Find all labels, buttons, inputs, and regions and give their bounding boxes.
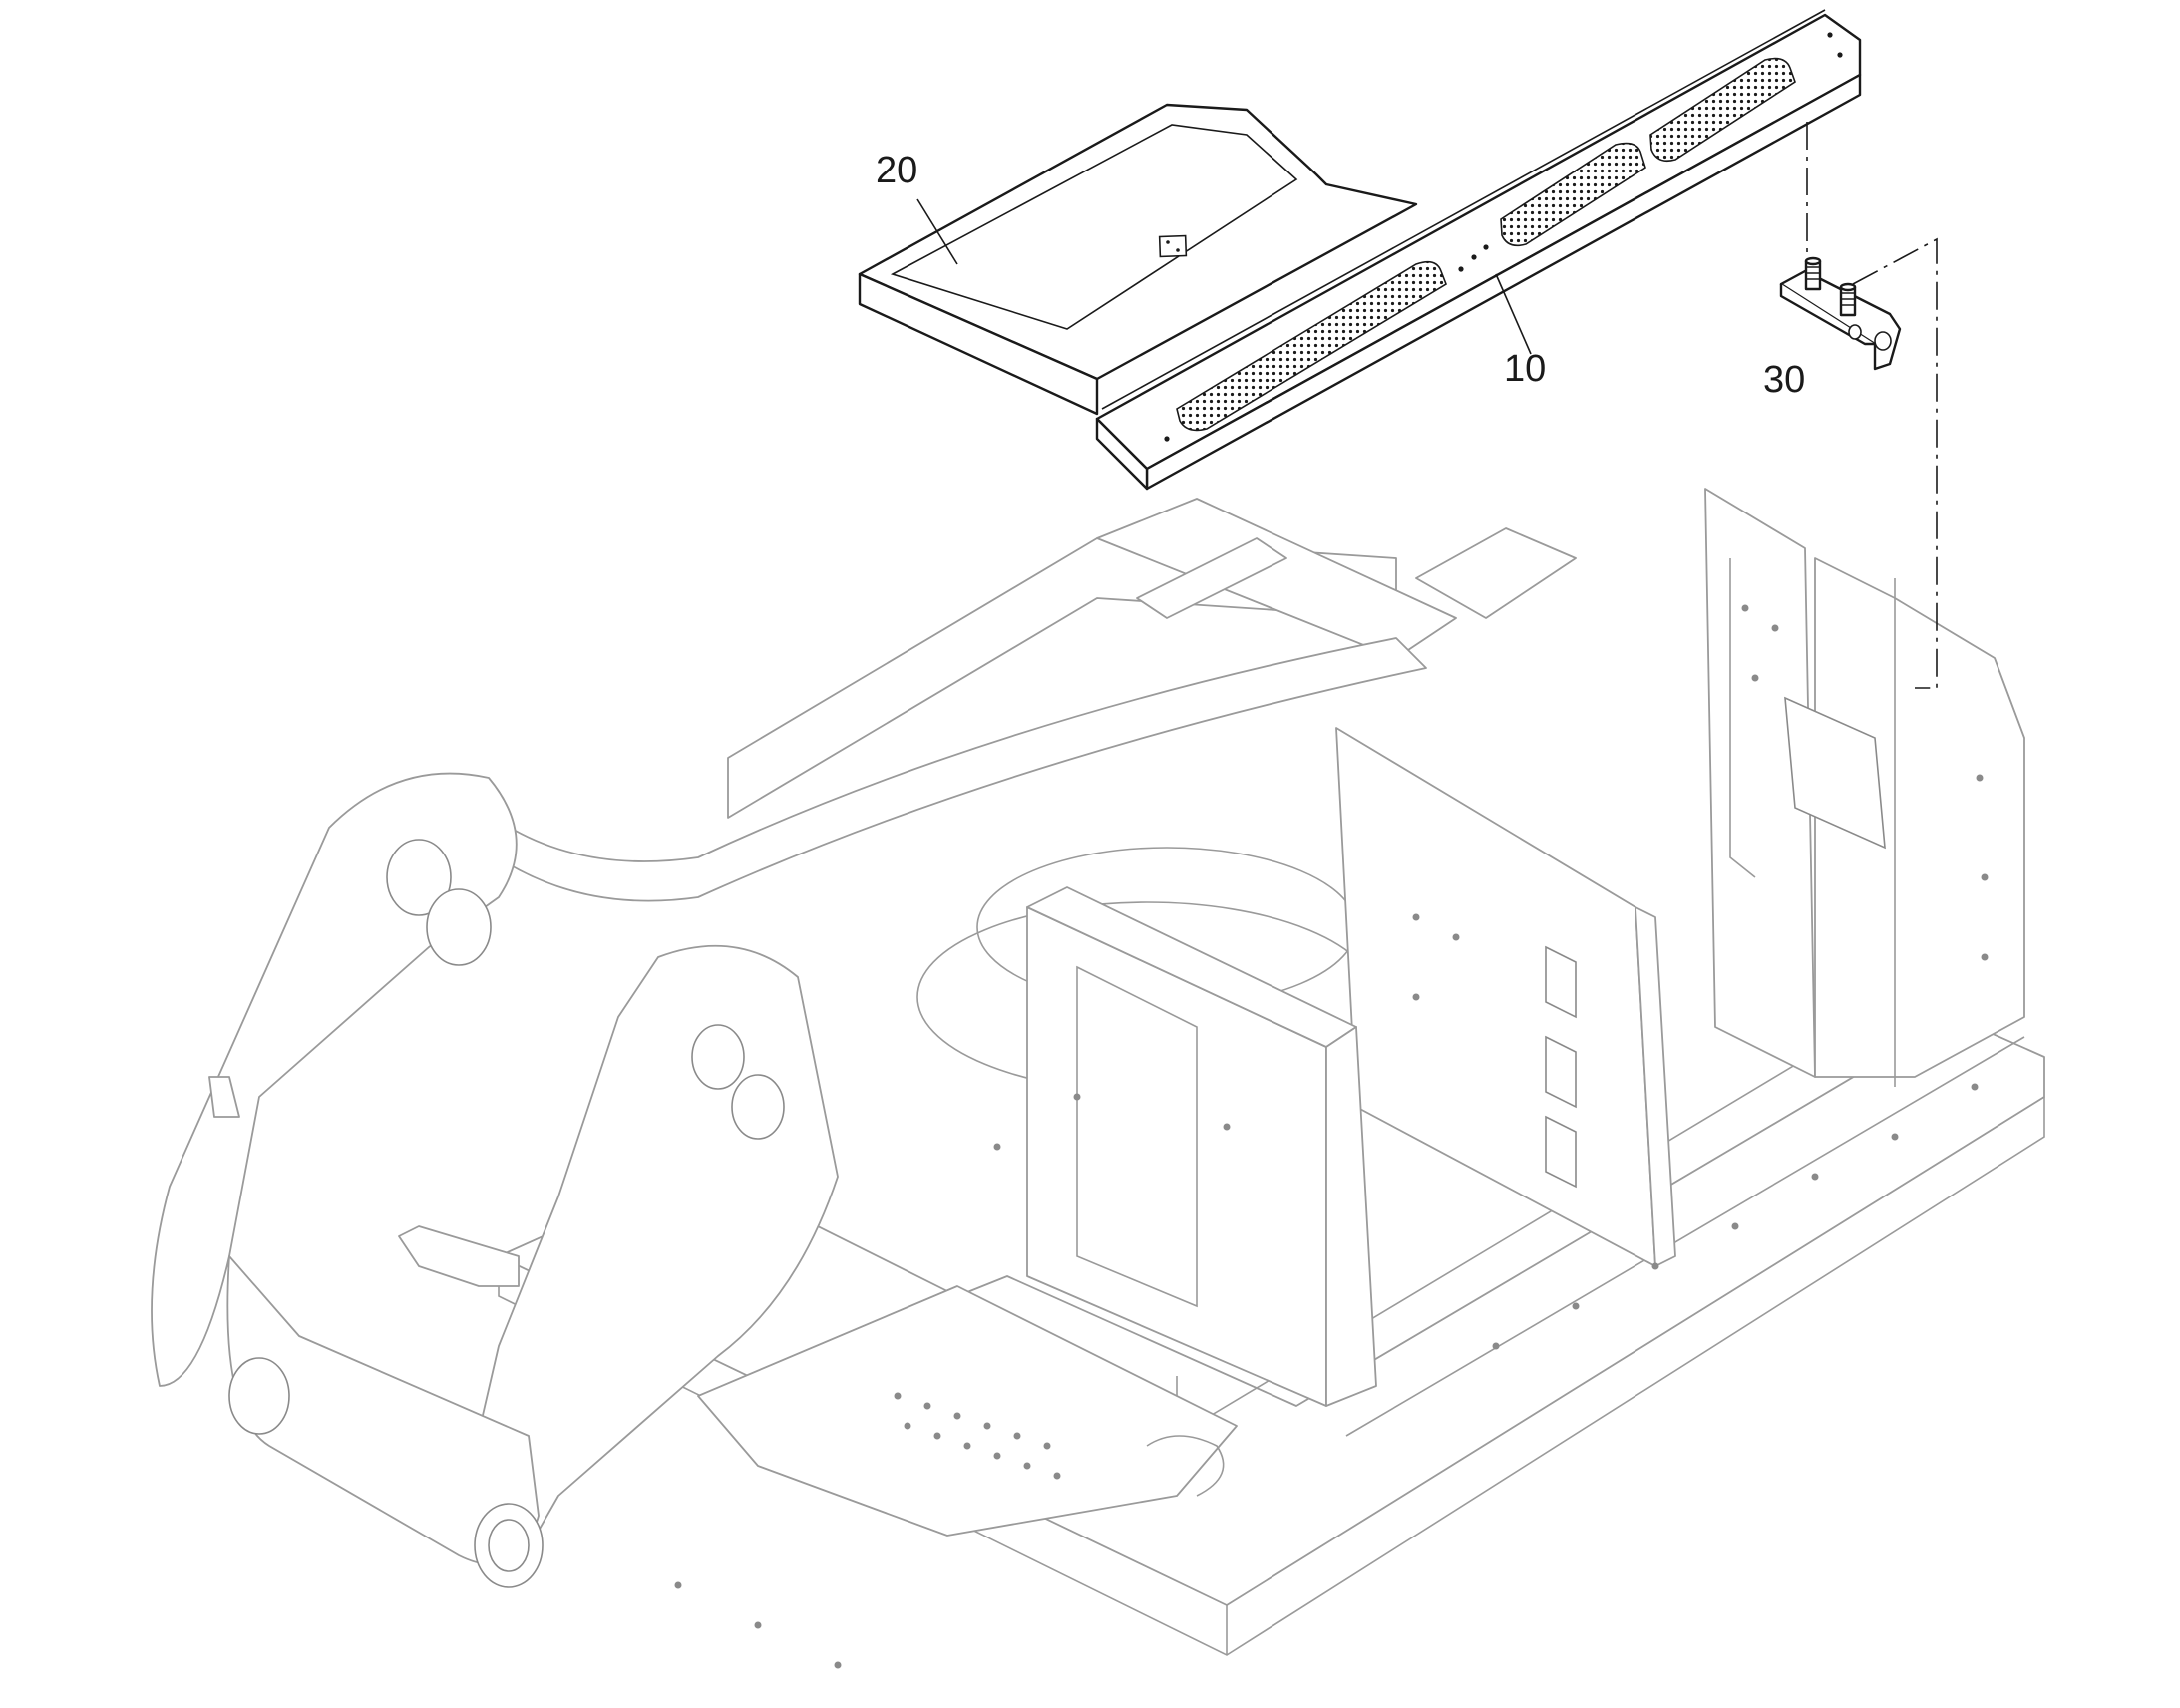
part-20-cover-plate — [858, 103, 1418, 416]
cover-plate-slot-icon — [1158, 234, 1188, 258]
callout-10: 10 — [1504, 348, 1546, 390]
assembly-centerlines — [1806, 122, 1938, 689]
grip-strip-right — [1649, 57, 1796, 163]
callout-leaders — [916, 198, 1532, 355]
grip-strip-middle — [1500, 142, 1646, 247]
upper-frame-assembly — [151, 488, 2045, 1669]
part-30-mounting-bracket — [1779, 256, 1902, 371]
grip-strip-left — [1176, 260, 1447, 432]
part-10-step-plate — [1095, 9, 1862, 491]
callout-20: 20 — [876, 150, 917, 191]
callout-30: 30 — [1763, 359, 1805, 401]
fastener-holes — [674, 604, 1989, 1669]
